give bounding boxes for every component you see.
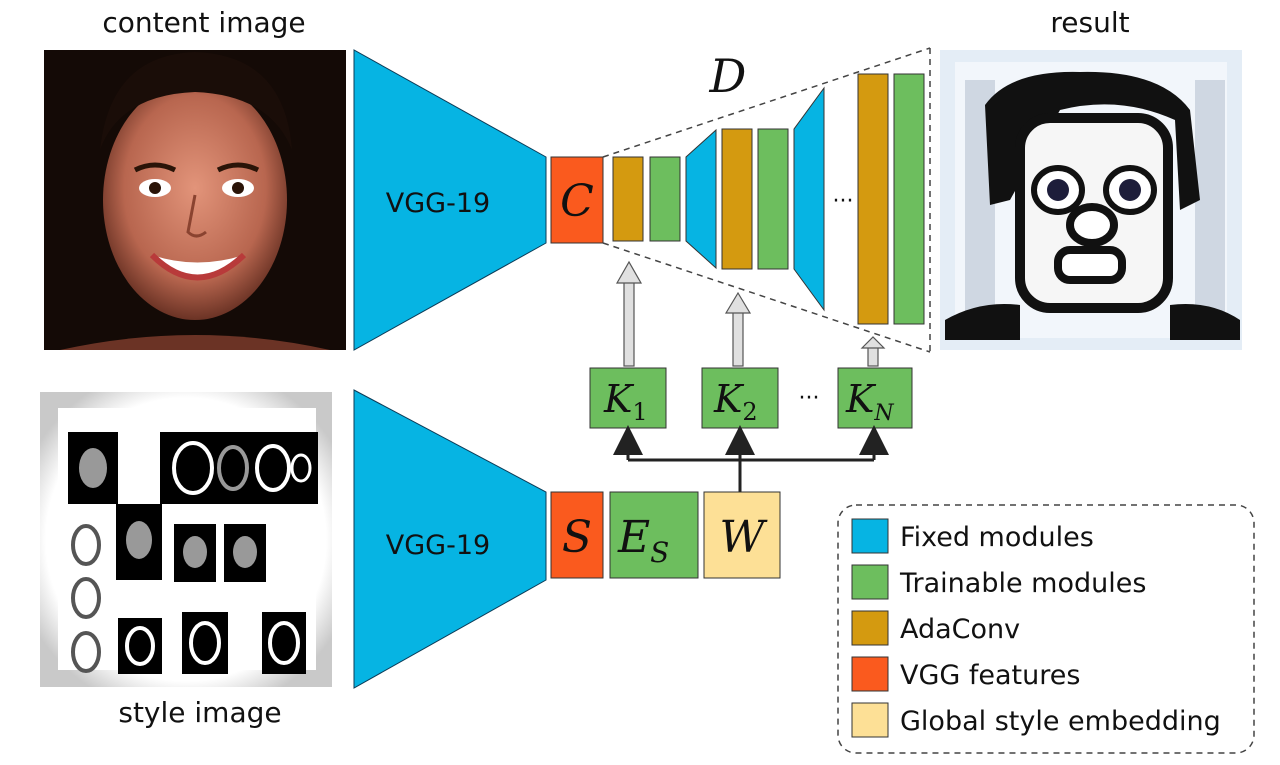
kernel-label-n: KN (845, 377, 894, 426)
style-encoder-vgg19 (353, 389, 547, 689)
content-features-symbol: C (560, 176, 594, 227)
legend-item: Trainable modules (851, 564, 1146, 600)
content-features-block (550, 156, 604, 244)
result-label: result (1050, 6, 1129, 39)
global-embedding-w-block (703, 491, 781, 579)
trainable-block-2 (757, 128, 789, 270)
result-image (940, 50, 1242, 350)
style-features-symbol: S (562, 512, 592, 563)
decoder-symbol: D (709, 49, 747, 103)
legend-swatch (851, 564, 889, 600)
upsample-block-1 (685, 128, 717, 270)
kernel-block-n (837, 367, 913, 429)
legend-swatch (851, 518, 889, 554)
content-encoder-vgg19 (353, 49, 547, 351)
adaconv-block-1 (612, 156, 644, 242)
content-image-label: content image (102, 6, 305, 39)
embedding-branch-arrows (613, 425, 889, 492)
legend-label: Fixed modules (900, 522, 1094, 553)
decoder-zoom-top (602, 47, 931, 158)
legend-item: Global style embedding (851, 702, 1221, 738)
legend-swatch (851, 656, 889, 692)
content-image (44, 50, 346, 350)
adaconv-block-2 (721, 128, 753, 270)
kernel-arrow-1 (615, 260, 643, 367)
kernel-arrow-2 (724, 291, 752, 367)
legend-label: VGG features (900, 660, 1080, 691)
global-embedding-w-symbol: W (719, 512, 768, 563)
style-image-label: style image (118, 696, 281, 729)
kernel-ellipsis: ··· (799, 386, 820, 411)
decoder-ellipsis: ··· (833, 189, 854, 214)
kernel-block-2 (701, 367, 779, 429)
legend-item: Fixed modules (851, 518, 1094, 554)
style-encoder-es-label: ES (617, 512, 669, 569)
legend-swatch (851, 702, 889, 738)
style-encoder-es-block (609, 491, 699, 579)
legend-label: Trainable modules (899, 568, 1146, 599)
style-image (40, 392, 332, 687)
decoder-zoom-bottom (602, 242, 931, 353)
trainable-block-n (893, 73, 925, 325)
adaconv-block-n (857, 73, 889, 325)
upsample-block-2 (793, 86, 825, 312)
style-encoder-label: VGG-19 (386, 530, 490, 561)
legend-label: AdaConv (900, 614, 1020, 645)
kernel-arrow-n (860, 336, 886, 367)
kernel-label-2: K2 (713, 377, 758, 426)
legend-label: Global style embedding (900, 706, 1221, 737)
legend-item: VGG features (851, 656, 1080, 692)
legend-frame (837, 504, 1255, 754)
content-encoder-label: VGG-19 (386, 188, 490, 219)
style-features-block (550, 491, 604, 579)
legend-swatch (851, 610, 889, 646)
trainable-block-1 (649, 156, 681, 242)
kernel-label-1: K1 (603, 377, 648, 426)
legend-item: AdaConv (851, 610, 1020, 646)
